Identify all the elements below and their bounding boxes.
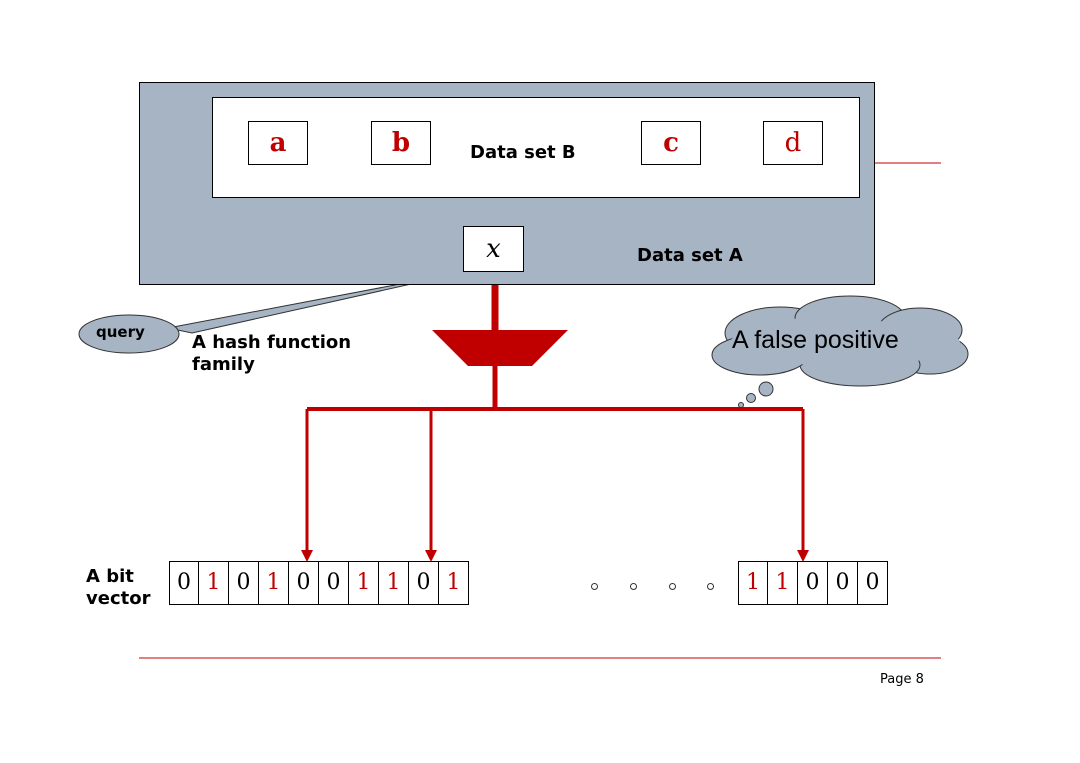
- bit-cell: 1: [439, 561, 469, 605]
- data-set-b-panel: [212, 97, 860, 198]
- ellipsis-dot: [630, 583, 637, 590]
- bit-cell: 1: [379, 561, 409, 605]
- set-item-c: c: [641, 121, 701, 165]
- query-label: query: [96, 323, 145, 341]
- bit-cell: 1: [738, 561, 768, 605]
- false-positive-cloud: [711, 295, 969, 408]
- bit-cell: 0: [858, 561, 888, 605]
- data-set-b-label: Data set B: [470, 142, 576, 163]
- ellipsis-dot: [707, 583, 714, 590]
- bit-cell: 0: [319, 561, 349, 605]
- query-bubble: [78, 314, 180, 354]
- data-set-a-label: Data set A: [637, 245, 743, 266]
- bit-cell: 0: [828, 561, 858, 605]
- bit-vector-label: A bit vector: [86, 566, 151, 609]
- bit-vector-right: 1 1 0 0 0: [738, 561, 888, 605]
- ellipsis-dot: [591, 583, 598, 590]
- query-element-x: x: [463, 226, 524, 272]
- bit-vector-left: 0 1 0 1 0 0 1 1 0 1: [169, 561, 469, 605]
- false-positive-label: A false positive: [732, 326, 899, 354]
- ellipsis-dot: [669, 583, 676, 590]
- bit-cell: 0: [229, 561, 259, 605]
- arrow-2-head: [425, 550, 437, 562]
- set-item-b: b: [371, 121, 431, 165]
- arrow-1-head: [301, 550, 313, 562]
- bit-cell: 1: [199, 561, 229, 605]
- bit-cell: 0: [798, 561, 828, 605]
- set-item-d: d: [763, 121, 823, 165]
- arrow-3-head: [797, 550, 809, 562]
- bit-cell: 0: [169, 561, 199, 605]
- bit-cell: 0: [289, 561, 319, 605]
- bit-cell: 1: [768, 561, 798, 605]
- hash-function-label: A hash function family: [192, 332, 352, 375]
- hash-trapezoid: [432, 330, 568, 366]
- bit-cell: 0: [409, 561, 439, 605]
- query-pointer: [167, 269, 475, 334]
- page-number: Page 8: [880, 672, 924, 687]
- bit-cell: 1: [259, 561, 289, 605]
- bit-cell: 1: [349, 561, 379, 605]
- set-item-a: a: [248, 121, 308, 165]
